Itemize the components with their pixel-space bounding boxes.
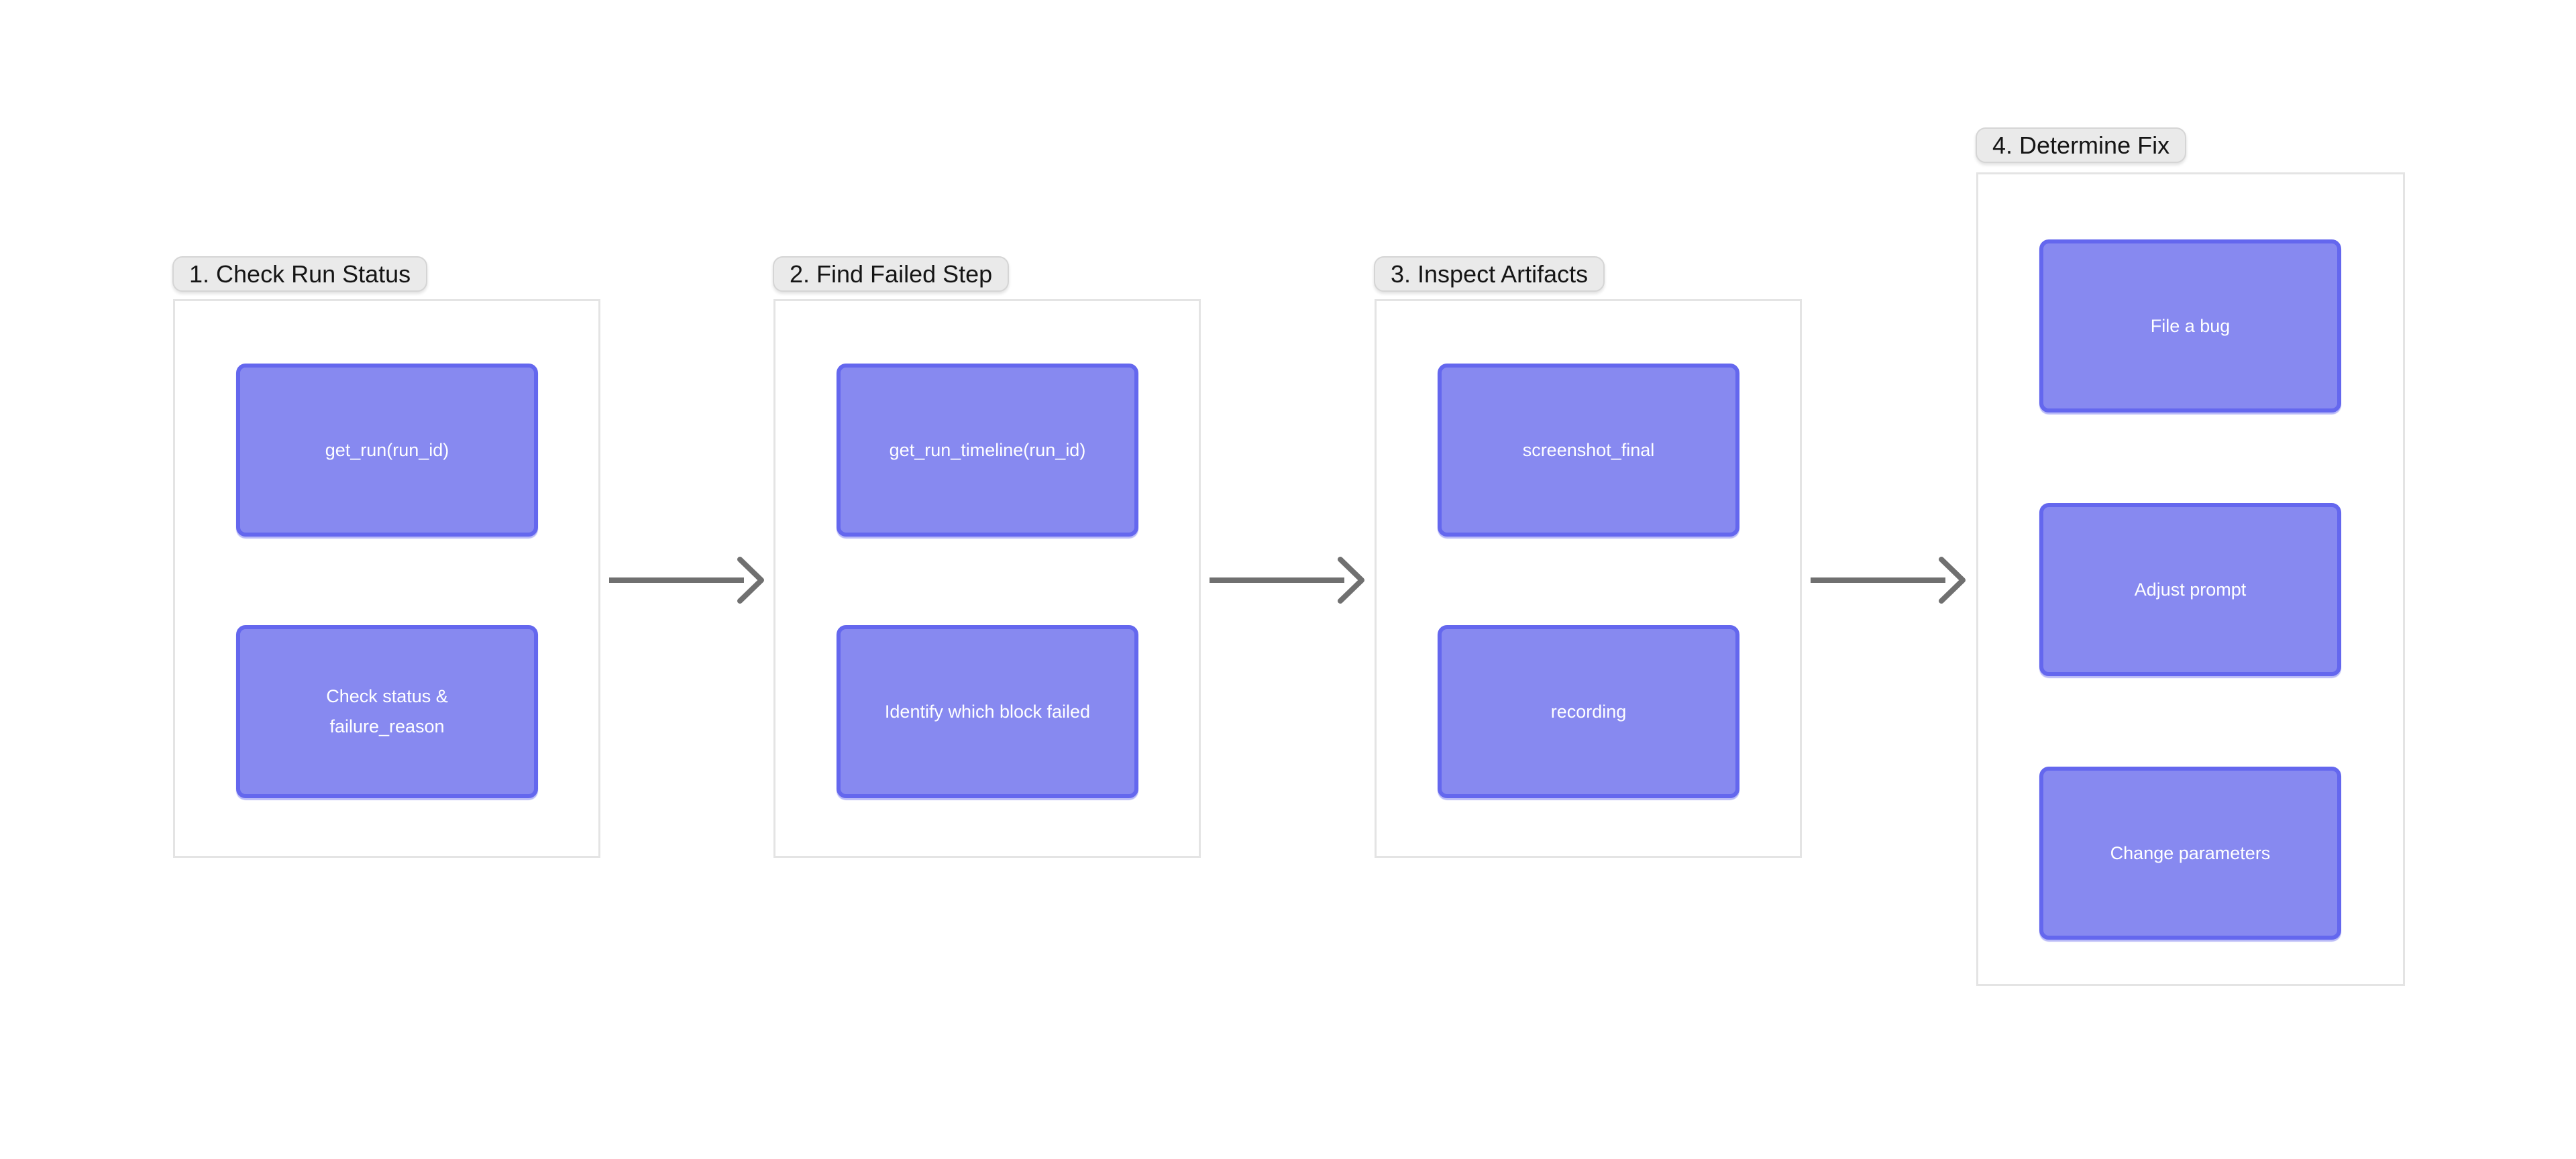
arrow-right-icon <box>1811 557 1966 604</box>
node-screenshot-final[interactable]: screenshot_final <box>1438 364 1739 537</box>
node-file-a-bug[interactable]: File a bug <box>2039 239 2341 412</box>
arrow-right-icon <box>609 557 764 604</box>
node-identify-failed-block[interactable]: Identify which block failed <box>837 625 1138 798</box>
node-get-run[interactable]: get_run(run_id) <box>236 364 538 537</box>
group-label-inspect-artifacts: 3. Inspect Artifacts <box>1374 256 1605 292</box>
group-label-determine-fix: 4. Determine Fix <box>1976 127 2187 163</box>
node-adjust-prompt[interactable]: Adjust prompt <box>2039 503 2341 676</box>
node-change-parameters[interactable]: Change parameters <box>2039 767 2341 940</box>
node-check-status-failure-reason[interactable]: Check status & failure_reason <box>236 625 538 798</box>
group-label-find-failed-step: 2. Find Failed Step <box>773 256 1010 292</box>
node-get-run-timeline[interactable]: get_run_timeline(run_id) <box>837 364 1138 537</box>
group-label-check-run-status: 1. Check Run Status <box>172 256 428 292</box>
node-recording[interactable]: recording <box>1438 625 1739 798</box>
arrow-right-icon <box>1210 557 1364 604</box>
